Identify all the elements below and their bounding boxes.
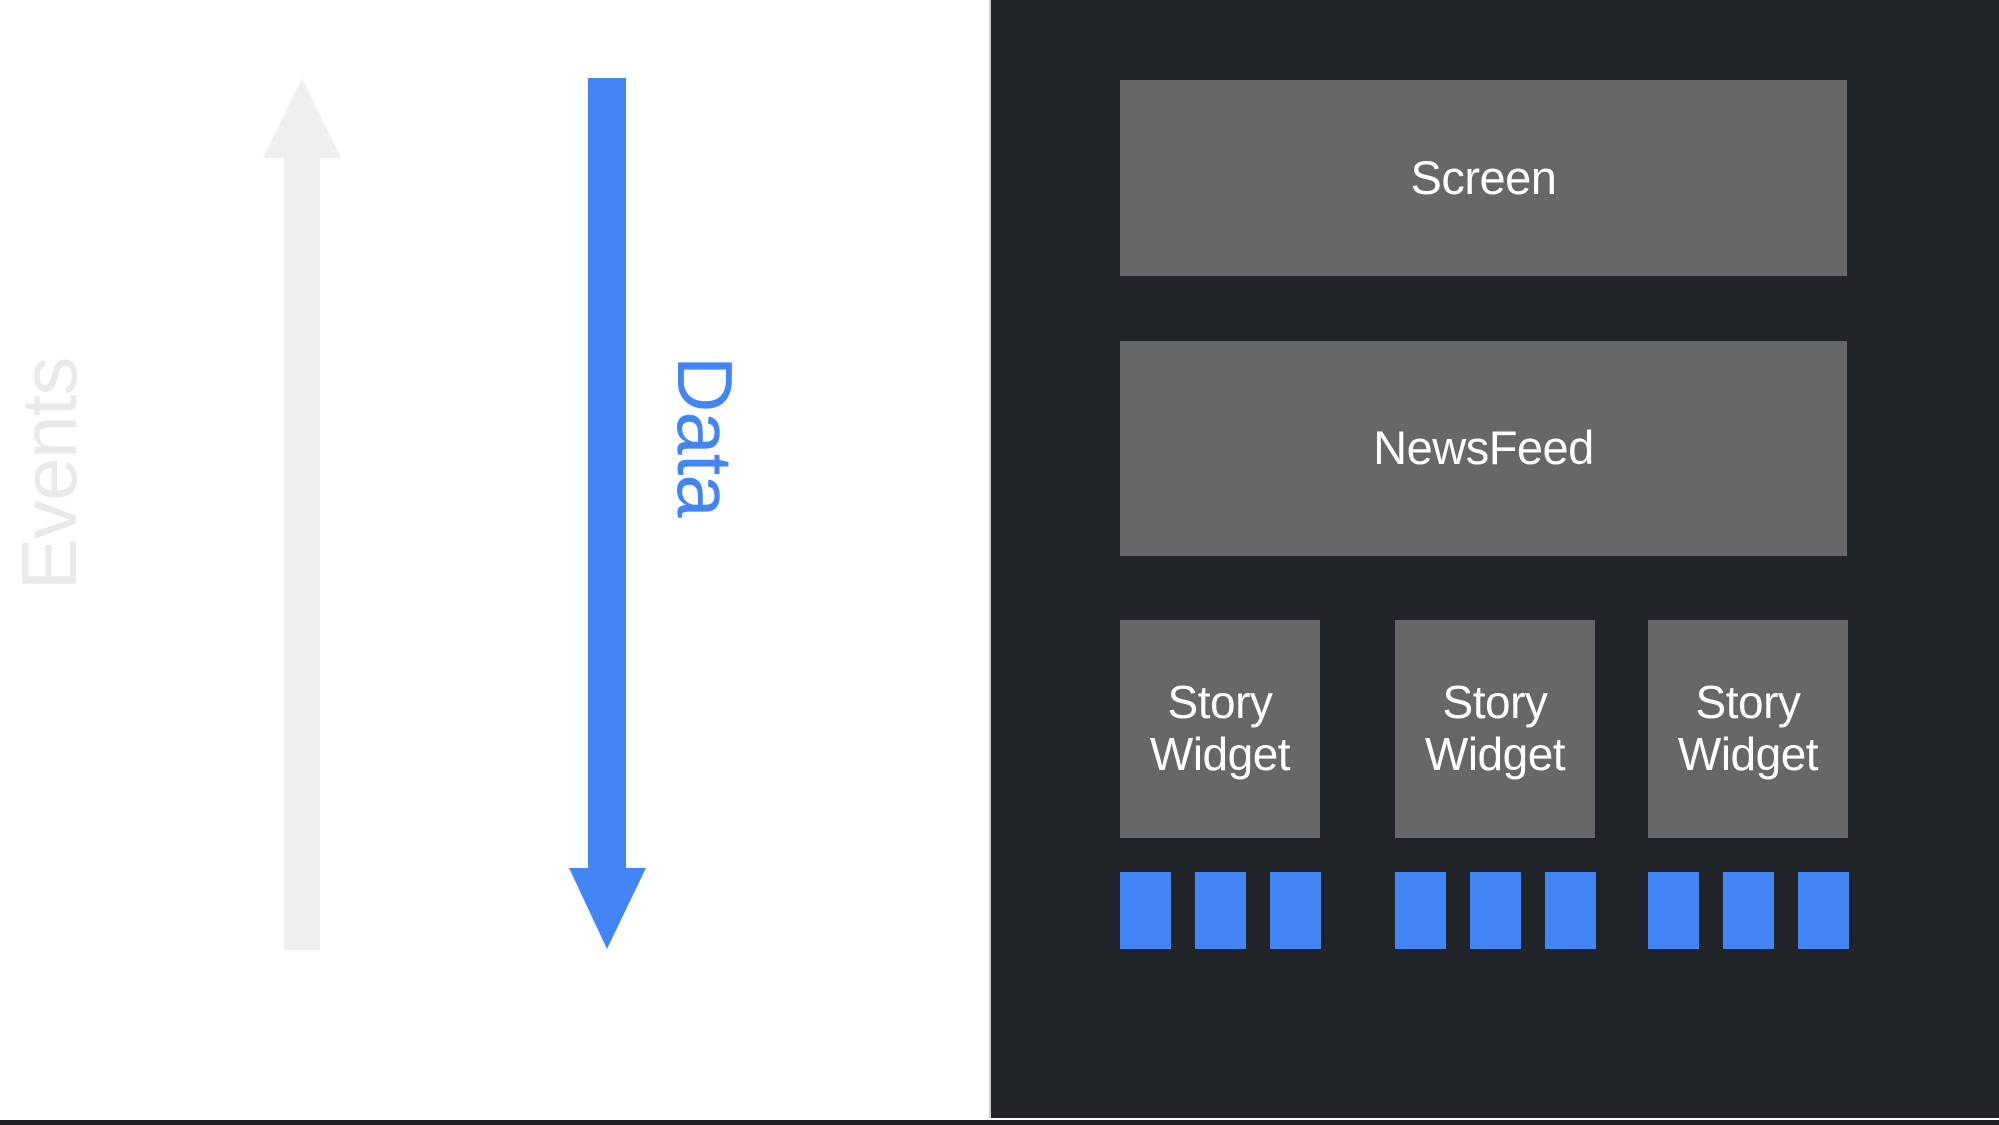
events-flow-label: Events <box>5 357 93 590</box>
story-widget-line2: Widget <box>1149 728 1291 780</box>
story-widget-line2: Widget <box>1677 728 1819 780</box>
node-story-widget[interactable]: Story Widget <box>1395 620 1595 838</box>
story-widget-line1: Story <box>1442 676 1548 729</box>
leaf-node[interactable] <box>1395 872 1446 949</box>
leaf-node[interactable] <box>1195 872 1246 949</box>
data-flow-label: Data <box>661 356 749 517</box>
panel-divider <box>989 0 991 1118</box>
leaf-row <box>1648 872 1849 949</box>
leaf-row <box>1120 872 1321 949</box>
leaf-node[interactable] <box>1270 872 1321 949</box>
node-story-widget[interactable]: Story Widget <box>1120 620 1320 838</box>
story-widget-line1: Story <box>1695 676 1801 729</box>
leaf-row <box>1395 872 1596 949</box>
node-story-widget[interactable]: Story Widget <box>1648 620 1848 838</box>
arrow-down-icon <box>568 78 648 950</box>
leaf-node[interactable] <box>1648 872 1699 949</box>
widget-tree-panel: Screen NewsFeed Story Widget Story Widge… <box>991 0 1999 1118</box>
flow-legend-panel: Events Data <box>0 0 990 1118</box>
leaf-node[interactable] <box>1470 872 1521 949</box>
bottom-rule <box>0 1120 1999 1125</box>
node-newsfeed[interactable]: NewsFeed <box>1120 341 1847 556</box>
node-screen[interactable]: Screen <box>1120 80 1847 276</box>
arrow-up-icon <box>262 78 342 950</box>
leaf-node[interactable] <box>1798 872 1849 949</box>
leaf-node[interactable] <box>1120 872 1171 949</box>
leaf-node[interactable] <box>1723 872 1774 949</box>
story-widget-line1: Story <box>1167 676 1273 729</box>
leaf-node[interactable] <box>1545 872 1596 949</box>
story-widget-line2: Widget <box>1424 728 1566 780</box>
